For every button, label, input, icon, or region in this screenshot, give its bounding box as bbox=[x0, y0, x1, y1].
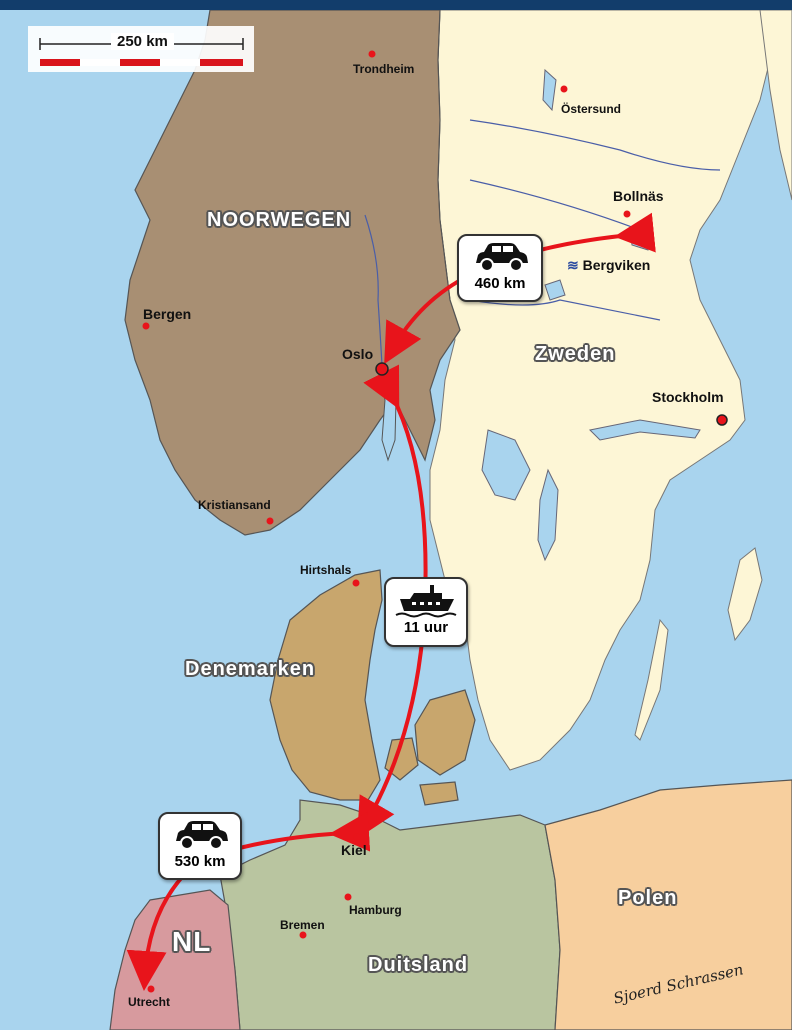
city-hirtshals-label: Hirtshals bbox=[300, 563, 352, 577]
lolland-island bbox=[419, 781, 459, 806]
city-utrecht-label: Utrecht bbox=[128, 995, 171, 1009]
car-icon bbox=[476, 243, 528, 272]
car-north-badge: 460 km bbox=[457, 234, 543, 302]
car-icon bbox=[176, 821, 228, 850]
city-stockholm-label: Stockholm bbox=[652, 389, 724, 405]
country-denmark-label: Denemarken bbox=[185, 658, 316, 680]
country-sweden-label: Zweden bbox=[535, 343, 616, 365]
finland-land bbox=[759, 9, 792, 201]
city-kiel-label: Kiel bbox=[341, 842, 367, 858]
vattern-lake bbox=[537, 468, 559, 562]
city-ostersund-label: Östersund bbox=[561, 102, 622, 116]
scale-label: 250 km bbox=[111, 33, 174, 50]
country-poland-label: Polen bbox=[618, 887, 678, 909]
city-bergen-label: Bergen bbox=[143, 306, 192, 322]
city-bergviken-text: Bergviken bbox=[582, 257, 651, 273]
gotland-island bbox=[727, 547, 763, 642]
oland-island bbox=[634, 618, 669, 741]
zealand-island bbox=[414, 689, 476, 776]
city-dots bbox=[142, 50, 728, 993]
city-bollnas-label: Bollnäs bbox=[613, 188, 664, 204]
country-netherlands-label: NL bbox=[172, 926, 212, 957]
top-bar bbox=[0, 0, 792, 10]
car-south-distance: 530 km bbox=[174, 853, 226, 870]
country-germany-label: Duitsland bbox=[368, 954, 469, 976]
city-bremen-label: Bremen bbox=[280, 918, 325, 932]
ferry-duration: 11 uur bbox=[403, 619, 449, 636]
malaren-lake bbox=[588, 419, 701, 441]
storsjon-lake bbox=[542, 68, 557, 112]
poland-land bbox=[544, 779, 792, 1030]
country-norway-label: NOORWEGEN bbox=[207, 209, 352, 231]
vanern-lake bbox=[481, 429, 531, 501]
ferry-badge: 11 uur bbox=[384, 577, 468, 647]
city-kristiansand-label: Kristiansand bbox=[198, 498, 271, 512]
city-bergviken-label: ≋ Bergviken bbox=[567, 257, 650, 274]
water-icon: ≋ bbox=[567, 257, 579, 273]
ferry-icon bbox=[395, 585, 457, 618]
city-trondheim-label: Trondheim bbox=[353, 62, 415, 76]
city-hamburg-label: Hamburg bbox=[349, 903, 402, 917]
car-north-distance: 460 km bbox=[474, 275, 526, 292]
car-south-badge: 530 km bbox=[158, 812, 242, 880]
city-oslo-label: Oslo bbox=[342, 346, 374, 362]
